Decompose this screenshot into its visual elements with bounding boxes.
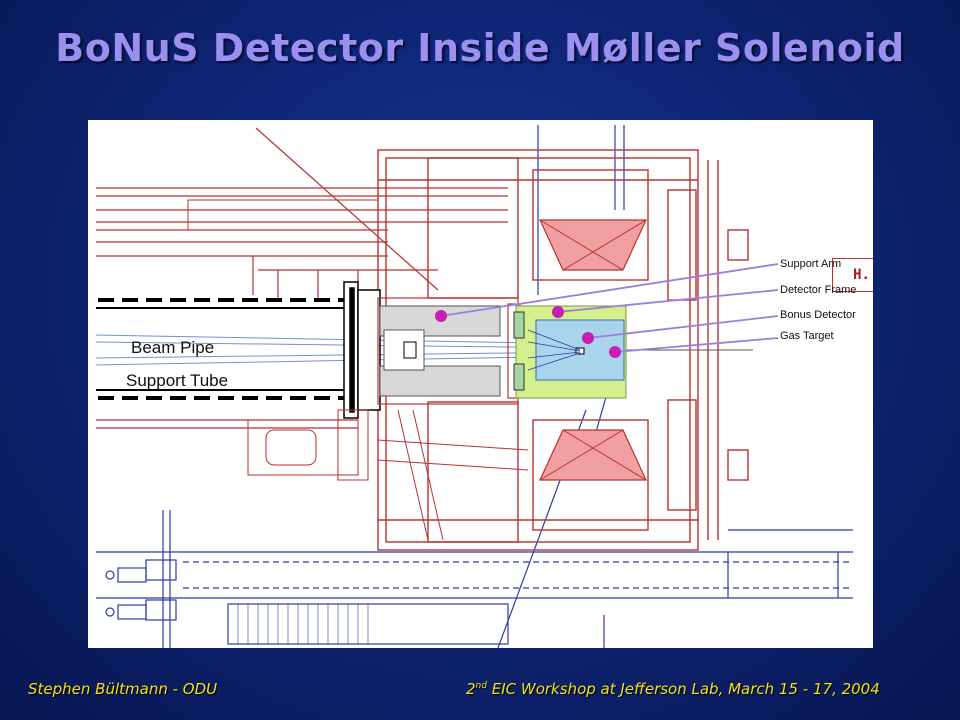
detector-frame-label: Detector Frame [780, 284, 857, 296]
beam-pipe-label: Beam Pipe [131, 338, 215, 357]
beam-pipe-lines [95, 334, 753, 366]
bonus-detector-marker [582, 332, 594, 344]
support-tube-label: Support Tube [126, 371, 229, 390]
detector-drawing: H. Fenker Beam Pipe Support Tube Support… [88, 120, 873, 648]
support-arm-marker [435, 310, 447, 322]
footer-event: 2nd EIC Workshop at Jefferson Lab, March… [466, 680, 880, 698]
upper-coil [539, 219, 647, 271]
author-credit: H. Fenker [832, 258, 873, 292]
bonus-detector-label: Bonus Detector [780, 309, 856, 321]
gas-target-marker [609, 346, 621, 358]
footer-author: Stephen Bültmann - ODU [28, 680, 218, 698]
gas-target-label: Gas Target [780, 330, 834, 342]
markers [435, 306, 621, 358]
lower-mechanics [187, 199, 529, 541]
lower-coil [539, 429, 647, 481]
flange [343, 281, 381, 419]
bottom-beamline [96, 510, 853, 648]
tracks [527, 329, 581, 371]
leader-lines [440, 263, 779, 353]
support-tube-lines [98, 298, 348, 400]
support-arm-label: Support Arm [780, 258, 842, 270]
engineering-drawing [95, 125, 853, 648]
diagonal-line [255, 127, 439, 291]
slide-title: BoNuS Detector Inside Møller Solenoid [55, 26, 905, 70]
coil-housings [532, 169, 649, 531]
upper-rails [96, 187, 508, 429]
detector-frame-marker [552, 306, 564, 318]
hatching [237, 604, 369, 644]
